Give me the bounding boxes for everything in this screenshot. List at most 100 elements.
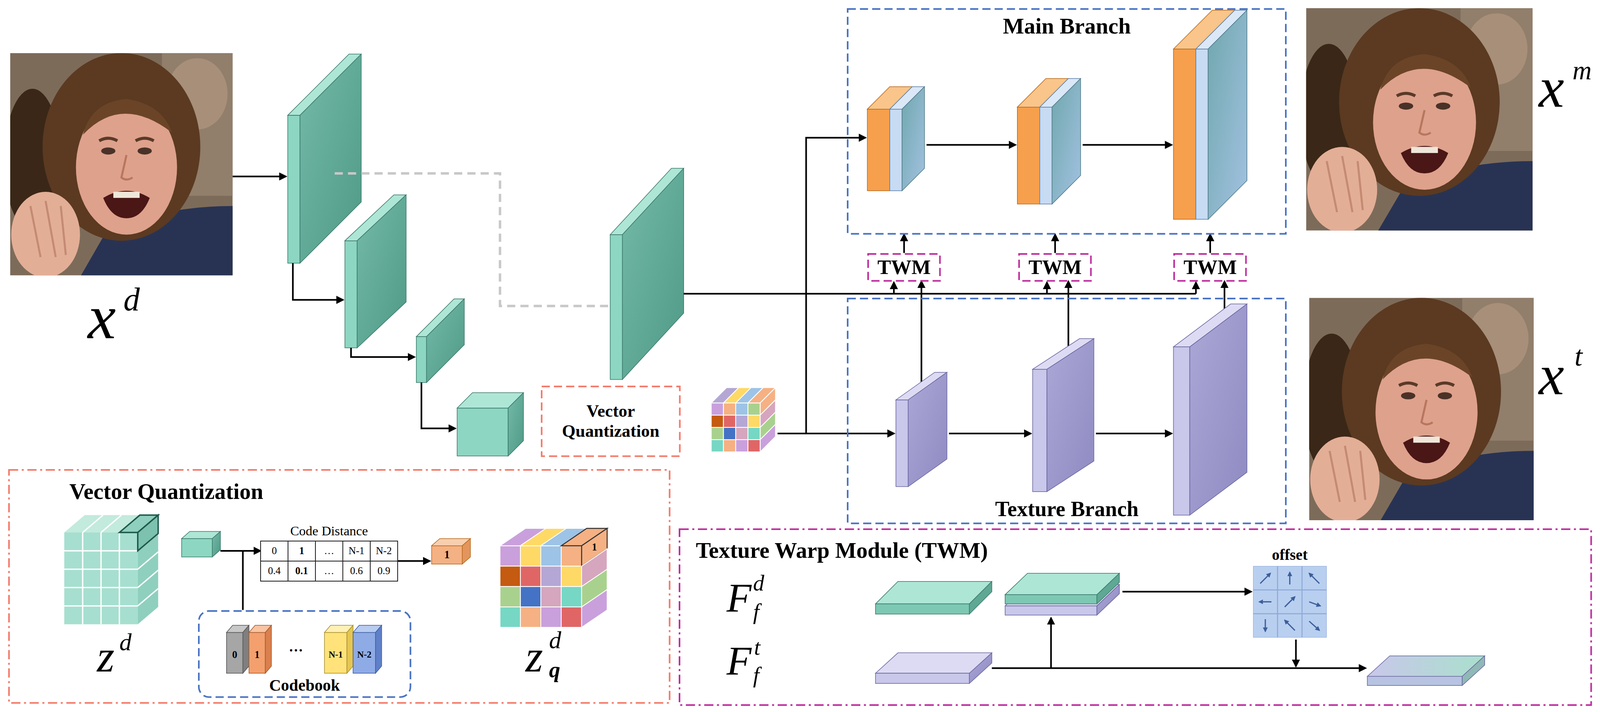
encoder-features [610,234,623,380]
twm-box: TWM [1173,253,1247,282]
flow-arrow [926,144,1016,146]
quantized-cube [723,402,736,416]
feature-plate [875,604,970,615]
encoder-features [357,194,407,348]
quantized-cube [711,387,776,453]
table-cell: 0.9 [370,561,398,582]
node-outline [846,8,1287,235]
node-outline [679,529,1591,706]
offset-field-icon [1260,573,1271,584]
connector-arrow [1223,281,1226,298]
flow-arrow [893,282,895,294]
main-branch-features [1173,49,1196,220]
quantized-latent-cube [499,566,521,587]
feature-plate [969,581,993,615]
quantized-cube [747,415,761,428]
offset-field-icon [1309,602,1321,607]
math-superscript: d [753,572,765,595]
latent-cube [137,515,159,552]
offset-field-icon [1289,572,1291,585]
math-superscript: t [1574,342,1583,371]
skip-connection [334,173,608,307]
quantized-latent-cube [499,545,521,567]
table-cell: N-1 [342,541,371,562]
table-cell: 1 [288,541,316,562]
math-superscript: d [123,283,140,317]
flow-arrow [232,175,286,178]
offset-field-icon [1309,621,1320,631]
math-subscript: q [549,659,561,682]
connector-arrow [903,234,905,254]
encoder-features [508,392,524,457]
feature-plate [1005,606,1097,616]
encoder-features [426,299,465,383]
offset-field: offset [1253,566,1327,638]
encoder-features [456,408,509,457]
feature-vector [431,545,463,565]
feature-plate [875,573,1485,686]
math-subscript: f [753,600,760,624]
codebook-entry [226,632,244,674]
quantized-cube [723,439,736,453]
quantized-cube [735,427,748,440]
box-label: TWM [877,255,931,280]
node-outline [846,297,1287,525]
face-photo [4,53,233,278]
box-heading: Texture Warp Module (TWM) [695,537,988,564]
flow-arrow [1095,432,1172,435]
connector-arrow [1209,234,1211,254]
codebook-entry [346,625,354,674]
quantized-latent-cube [561,545,582,567]
quantized-cube [760,424,776,453]
node-outline [1019,254,1092,282]
flow-arrow [1050,618,1052,669]
quantized-latent-cube [540,566,562,587]
quantized-latent-cube [561,566,582,587]
texture-branch-features [1046,338,1094,492]
main-branch-features [867,10,1247,220]
main-branch-features [1017,107,1040,205]
flow-arrow [1122,591,1252,593]
flow-arrow [1082,144,1172,146]
encoder-features [287,54,684,457]
table-cell: 0.1 [288,561,316,582]
twm-panel: Texture Warp Module (TWM) offset [678,528,1592,707]
texture-branch-features [1189,303,1247,516]
offset-field-icon [1253,566,1327,638]
feature-plate [1462,656,1485,686]
face-photo [1300,8,1533,233]
box-heading: Main Branch [846,13,1287,39]
node-outline [1174,254,1247,282]
offset-field-icon [1253,566,1327,638]
codebook-entry [243,625,250,674]
quantized-latent-cube [540,607,562,628]
offset-field-icon [1259,601,1272,603]
encoder-features [416,336,427,383]
offset-field-icon [1253,566,1327,638]
flow-arrow [777,432,894,435]
quantized-cube [711,439,724,453]
quantized-cube [711,402,724,416]
quantized-cube [747,439,761,453]
quantized-latent-cube [520,566,541,587]
math-symbol: F [726,577,752,619]
connector-arrow [1054,234,1056,254]
offset-field-icon [1264,619,1266,632]
code-index: 1 [444,549,451,561]
face-photo [1302,297,1534,523]
quantized-cube [723,415,736,428]
node-outline [847,9,1286,235]
latent-cube [64,515,158,625]
code-index: 1 [591,542,597,553]
table-cell: 0 [260,541,289,562]
quantized-latent-cube [520,545,541,567]
flow-arrow [1046,282,1048,294]
table-cell: N-2 [370,541,398,562]
flow-arrow [1295,639,1297,667]
math-symbol: x [1538,346,1564,405]
math-symbol: z [525,634,544,680]
feature-plate [969,652,993,684]
codebook-entry [375,625,382,674]
quantized-cube [711,415,724,428]
